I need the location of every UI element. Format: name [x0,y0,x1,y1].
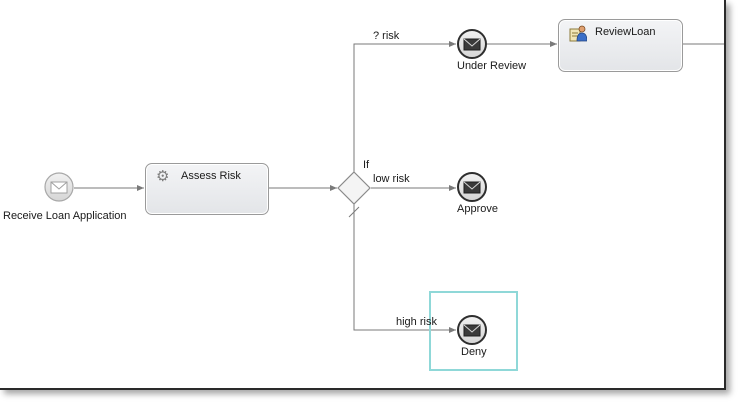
task-review-loan[interactable]: ReviewLoan [558,19,683,72]
envelope-icon [463,181,481,194]
start-event-label: Receive Loan Application [3,210,127,222]
task-assess-risk-label: Assess Risk [181,170,241,182]
edge-label-unknown-risk: ? risk [373,30,400,42]
diagram-canvas: ⚙ Assess Risk ReviewLoan Receive Loan Ap… [0,0,726,390]
envelope-icon [463,324,481,337]
selection-box [429,291,518,371]
under-review-label: Under Review [457,60,527,72]
end-event-approve[interactable] [457,172,487,202]
gateway-label: If [363,159,370,171]
task-review-loan-label: ReviewLoan [595,26,656,38]
envelope-icon [50,181,68,194]
envelope-icon [463,38,481,51]
intermediate-event-under-review[interactable] [457,29,487,59]
edge-label-low-risk: low risk [373,173,410,185]
exclusive-gateway[interactable] [337,171,371,205]
gears-icon: ⚙ [156,168,170,185]
deny-label: Deny [461,346,487,358]
connectors-layer [44,29,724,345]
user-task-icon [569,24,588,42]
edge-label-high-risk: high risk [396,316,437,328]
approve-label: Approve [457,203,498,215]
end-event-deny[interactable] [457,315,487,345]
task-assess-risk[interactable]: ⚙ Assess Risk [145,163,269,215]
default-flow-marker [348,206,360,218]
start-event[interactable] [44,172,74,202]
flow-high-risk[interactable] [353,204,456,333]
flow-unknown-risk[interactable] [353,41,456,172]
